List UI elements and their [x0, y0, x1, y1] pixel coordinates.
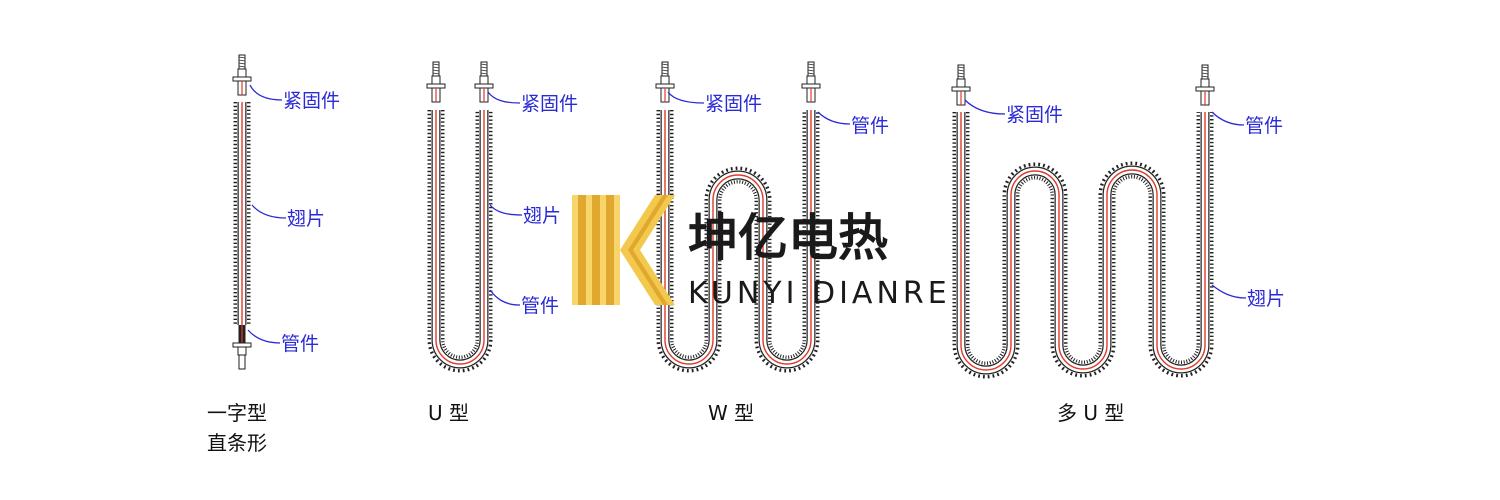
heater-shapes — [232, 54, 1215, 379]
leader-fastener — [487, 91, 521, 104]
caption-w: W 型 — [708, 401, 754, 425]
kunyi-logo: 坤亿电热 KUNYI DIANRE — [572, 195, 951, 311]
logo-name-cn: 坤亿电热 — [688, 209, 888, 267]
multiu-right-terminal-thread — [1201, 66, 1209, 69]
w-left-terminal-flange — [655, 83, 675, 89]
label-fastener: 紧固件 — [521, 93, 578, 115]
diagram-u: 紧固件 翅片 管件 U 型 — [428, 91, 578, 425]
straight-bottom-nut — [237, 346, 247, 356]
multiu-right-terminal-thread — [1201, 69, 1209, 72]
multiu-left-terminal-thread — [957, 72, 965, 75]
logo-k-mark — [572, 195, 675, 305]
label-fastener: 紧固件 — [705, 93, 762, 115]
w-finned-tube — [656, 110, 820, 373]
leader-fastener — [249, 84, 283, 101]
w-left-terminal-thread — [661, 69, 669, 72]
u-right-terminal-nut — [479, 75, 489, 85]
diagram-w: 紧固件 管件 W 型 — [667, 91, 889, 425]
multiu-right-terminal-thread — [1201, 75, 1209, 78]
leader-fin — [489, 204, 523, 216]
u-left-terminal-nut — [431, 75, 441, 85]
u-left-terminal-thread — [432, 69, 440, 72]
straight-top-terminal-thread — [238, 56, 246, 59]
multiu-left-terminal-thread — [957, 75, 965, 78]
w-right-terminal-flange — [801, 83, 821, 89]
leader-tube — [247, 329, 281, 344]
w-right-terminal-thread — [807, 69, 815, 72]
w-left-terminal-thread — [661, 63, 669, 66]
label-fin: 翅片 — [1247, 288, 1285, 310]
straight-bottom-flange — [232, 342, 252, 348]
caption-u: U 型 — [428, 401, 469, 425]
u-left-terminal-flange — [426, 83, 446, 89]
straight-top-terminal-thread — [238, 59, 246, 62]
straight-bottom-stud — [238, 354, 246, 370]
caption-straight-line1: 一字型 — [207, 401, 267, 425]
label-tube: 管件 — [521, 295, 559, 317]
w-right-terminal-nut — [806, 75, 816, 85]
straight-top-terminal-flange — [232, 76, 252, 82]
label-tube: 管件 — [281, 333, 319, 355]
label-fastener: 紧固件 — [1006, 104, 1063, 126]
w-right-terminal-thread — [807, 63, 815, 66]
multiu-left-terminal-nut — [956, 78, 966, 88]
u-right-terminal-flange — [474, 83, 494, 89]
leader-tube — [1211, 111, 1245, 126]
multiu-finned-tube — [952, 112, 1214, 379]
u-left-terminal-thread — [432, 72, 440, 75]
caption-straight-line2: 直条形 — [207, 431, 267, 455]
diagram-multi-u: 紧固件 管件 翅片 多 U 型 — [964, 99, 1285, 425]
leader-fin — [1211, 284, 1247, 299]
w-right-terminal-thread — [807, 72, 815, 75]
w-right-terminal-thread — [807, 66, 815, 69]
u-left-terminal-thread — [432, 66, 440, 69]
leader-fastener — [667, 91, 705, 104]
leader-fastener — [964, 99, 1006, 115]
multiu-left-terminal-thread — [957, 69, 965, 72]
straight-top-terminal-thread — [238, 62, 246, 65]
diagram-straight: 紧固件 翅片 管件 一字型 直条形 — [207, 84, 340, 455]
leader-fin — [251, 204, 287, 219]
u-right-terminal-thread — [480, 72, 488, 75]
straight-top-terminal-nut — [237, 68, 247, 78]
leader-tube — [489, 289, 521, 306]
multiu-left-terminal-thread — [957, 66, 965, 69]
logo-name-en: KUNYI DIANRE — [688, 276, 951, 311]
label-fin: 翅片 — [287, 208, 325, 230]
u-right-terminal-thread — [480, 69, 488, 72]
u-finned-tube — [427, 110, 493, 373]
multiu-right-terminal-thread — [1201, 72, 1209, 75]
multiu-right-terminal-flange — [1195, 86, 1215, 92]
label-fin: 翅片 — [523, 205, 561, 227]
leader-tube — [817, 111, 851, 125]
u-right-terminal-thread — [480, 66, 488, 69]
multiu-left-terminal-flange — [951, 86, 971, 92]
multiu-right-terminal-nut — [1200, 78, 1210, 88]
w-left-terminal-thread — [661, 66, 669, 69]
u-left-terminal-thread — [432, 63, 440, 66]
straight-top-terminal-thread — [238, 65, 246, 68]
label-tube: 管件 — [851, 115, 889, 137]
u-right-terminal-thread — [480, 63, 488, 66]
w-left-terminal-nut — [660, 75, 670, 85]
label-fastener: 紧固件 — [283, 90, 340, 112]
w-left-terminal-thread — [661, 72, 669, 75]
label-tube: 管件 — [1245, 115, 1283, 137]
caption-multi-u: 多 U 型 — [1057, 401, 1124, 425]
